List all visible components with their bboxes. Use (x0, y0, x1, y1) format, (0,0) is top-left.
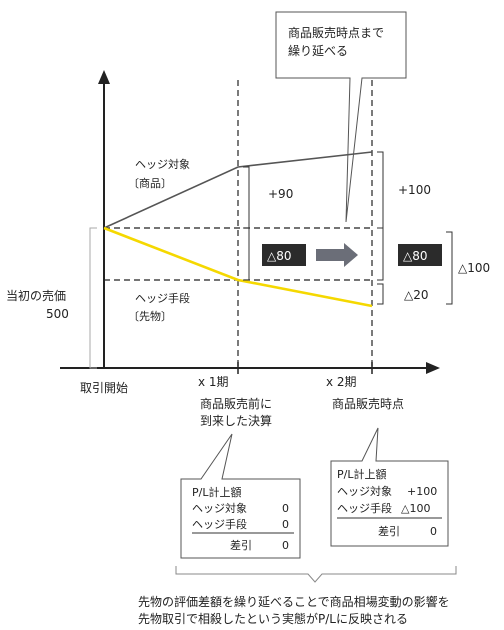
conclusion-line1: 先物の評価差額を繰り延べることで商品相場変動の影響を (138, 594, 450, 609)
instr-period2-box (398, 244, 442, 266)
deferral-callout-line1: 商品販売時点まで (288, 25, 384, 40)
period1-desc-line2: 到来した決算 (200, 413, 272, 428)
pl2-row1-label: ヘッジ対象 (337, 484, 392, 498)
instr-extra-change: △20 (404, 288, 429, 302)
pl1-row2-value: 0 (282, 518, 289, 531)
hedge-instrument-line (103, 226, 373, 308)
period1-label: x 1期 (198, 375, 229, 389)
instr-period2-change: △80 (403, 249, 428, 263)
conclusion-brace (175, 566, 457, 583)
pl1-row2-label: ヘッジ手段 (192, 517, 247, 531)
pl1-row1-value: 0 (282, 502, 289, 515)
item-period1-change: +90 (268, 187, 293, 201)
period2-label: x 2期 (326, 375, 357, 389)
x-axis-arrow (426, 362, 440, 374)
conclusion-line2: 先物取引で相殺したという実態がP/Lに反映される (138, 611, 408, 626)
instr-period1-change: △80 (267, 249, 292, 263)
initial-price-label: 当初の売価 (6, 288, 66, 303)
hedged-item-label-line2: 〔商品〕 (128, 176, 172, 190)
pl-box-period1: P/L計上額 ヘッジ対象 0 ヘッジ手段 0 差引 0 (180, 433, 301, 559)
instr-extra-bracket (377, 283, 384, 305)
origin-label: 取引開始 (80, 381, 128, 395)
hedged-item-line (103, 151, 373, 229)
hedged-item-label-line1: ヘッジ対象 (135, 157, 190, 171)
initial-price-value: 500 (46, 307, 69, 321)
y-axis-arrow (98, 70, 110, 84)
period1-desc-line1: 商品販売前に (200, 396, 272, 411)
pl2-row1-value: +100 (407, 485, 437, 498)
period2-desc-line1: 商品販売時点 (332, 396, 404, 411)
pl-box-period2: P/L計上額 ヘッジ対象 +100 ヘッジ手段 △100 差引 0 (330, 427, 449, 547)
pl1-row1-label: ヘッジ対象 (192, 501, 247, 515)
deferral-callout-line2: 繰り延べる (288, 44, 348, 58)
axes (60, 70, 440, 374)
deferral-arrow (316, 243, 358, 267)
pl1-title: P/L計上額 (192, 485, 241, 499)
instr-total-bracket (446, 231, 453, 305)
hedge-instrument-label-line1: ヘッジ手段 (135, 291, 190, 305)
pl2-row2-value: △100 (401, 502, 430, 515)
initial-price-bracket (89, 227, 97, 369)
instr-period1-box (262, 244, 306, 266)
pl1-diff-value: 0 (282, 539, 289, 552)
instr-period1-bracket (243, 227, 250, 281)
pl2-title: P/L計上額 (337, 467, 386, 481)
instr-total-change: △100 (458, 261, 490, 275)
item-period2-bracket (377, 151, 384, 229)
instr-period2-bracket (377, 227, 384, 281)
item-period1-bracket (243, 166, 250, 281)
pl2-row2-label: ヘッジ手段 (337, 501, 392, 515)
pl2-diff-label: 差引 (378, 524, 400, 538)
pl1-diff-label: 差引 (230, 538, 252, 552)
hedge-instrument-label-line2: 〔先物〕 (128, 309, 172, 323)
item-period2-change: +100 (398, 183, 431, 197)
pl2-diff-value: 0 (430, 525, 437, 538)
deferral-callout: 商品販売時点まで 繰り延べる (275, 11, 407, 223)
